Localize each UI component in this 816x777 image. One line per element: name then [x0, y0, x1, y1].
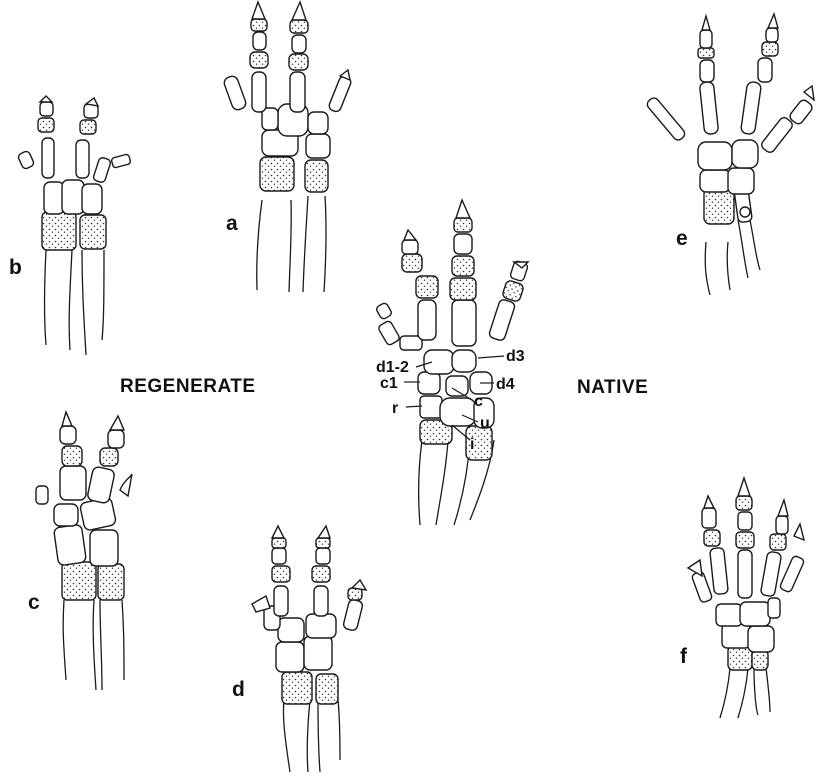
- hand-skeleton-c: [36, 412, 132, 690]
- hand-skeleton-a: [223, 2, 353, 292]
- group-label-regenerate: REGENERATE: [120, 376, 256, 397]
- panel-label-a: a: [226, 212, 238, 235]
- hand-skeleton-f: [688, 478, 805, 718]
- panel-label-e: e: [676, 227, 688, 250]
- anatomy-label-d3: d3: [506, 348, 525, 365]
- anatomy-label-c: c: [474, 393, 483, 410]
- panel-label-c: c: [28, 591, 40, 614]
- panel-label-b: b: [9, 256, 22, 279]
- anatomy-label-d4: d4: [496, 376, 515, 393]
- hand-skeleton-b: [17, 96, 131, 355]
- anatomy-label-d1-2: d1-2: [376, 359, 409, 376]
- panel-label-f: f: [680, 645, 688, 668]
- group-label-native: NATIVE: [577, 377, 648, 398]
- hand-skeleton-d: [252, 526, 366, 772]
- anatomy-label-c1: c1: [380, 375, 398, 392]
- anatomy-label-r: r: [392, 400, 398, 417]
- anatomy-label-i: i: [470, 436, 474, 453]
- hand-skeleton-e: [645, 14, 814, 295]
- panel-label-d: d: [232, 678, 245, 701]
- anatomy-label-u: u: [480, 415, 490, 432]
